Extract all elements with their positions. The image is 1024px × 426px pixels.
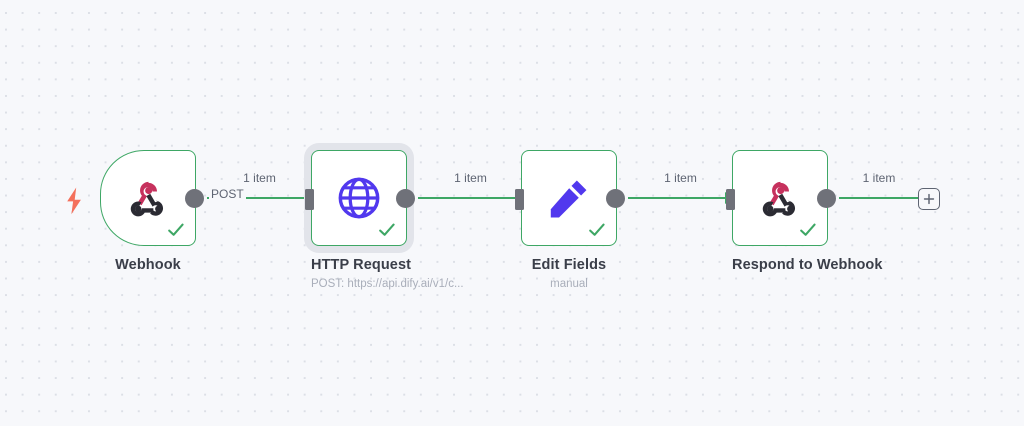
connector-method-label: POST <box>209 187 246 201</box>
node-webhook[interactable]: Webhook <box>100 150 204 273</box>
output-port[interactable] <box>185 189 204 208</box>
connector-item-count: 1 item <box>859 171 899 185</box>
globe-icon <box>338 177 380 219</box>
webhook-icon <box>130 181 164 217</box>
check-icon <box>379 223 395 236</box>
input-port[interactable] <box>305 189 314 210</box>
connector-item-count: 1 item <box>240 171 279 185</box>
connector-item-count: 1 item <box>661 171 700 185</box>
node-body[interactable] <box>305 150 415 246</box>
node-title: Respond to Webhook <box>732 257 883 273</box>
output-port[interactable] <box>817 189 836 208</box>
connector-item-count: 1 item <box>451 171 490 185</box>
plus-icon <box>923 193 935 205</box>
node-body[interactable] <box>515 150 625 246</box>
node-body[interactable] <box>100 150 204 246</box>
connector-webhook-to-http-request[interactable]: 1 item POST <box>207 171 313 204</box>
node-title: Edit Fields <box>531 257 607 273</box>
node-http-request[interactable]: HTTP Request POST: https://api.dify.ai/v… <box>305 150 464 290</box>
node-subtitle: POST: https://api.dify.ai/v1/c... <box>311 278 464 290</box>
output-port[interactable] <box>396 189 415 208</box>
node-respond-to-webhook[interactable]: Respond to Webhook <box>726 150 883 273</box>
connector-line <box>839 197 919 199</box>
pencil-icon <box>550 180 587 218</box>
input-port[interactable] <box>726 189 735 210</box>
node-title: HTTP Request <box>311 257 412 273</box>
node-subtitle: manual <box>550 278 588 290</box>
connector-http-request-to-edit-fields[interactable]: 1 item <box>418 171 524 204</box>
connector-respond-to-add[interactable]: 1 item <box>839 171 919 200</box>
connector-line <box>628 197 733 199</box>
lightning-bolt-icon <box>62 186 86 216</box>
webhook-icon <box>762 181 796 217</box>
node-body[interactable] <box>726 150 836 246</box>
connector-line <box>207 197 312 199</box>
output-port[interactable] <box>606 189 625 208</box>
check-icon <box>589 223 605 236</box>
check-icon <box>168 223 184 236</box>
add-node-button[interactable] <box>918 188 940 210</box>
input-port[interactable] <box>515 189 524 210</box>
check-icon <box>800 223 816 236</box>
node-edit-fields[interactable]: Edit Fields manual <box>515 150 625 290</box>
connector-edit-fields-to-respond[interactable]: 1 item <box>628 171 734 204</box>
connector-line <box>418 197 523 199</box>
node-title: Webhook <box>115 257 181 273</box>
